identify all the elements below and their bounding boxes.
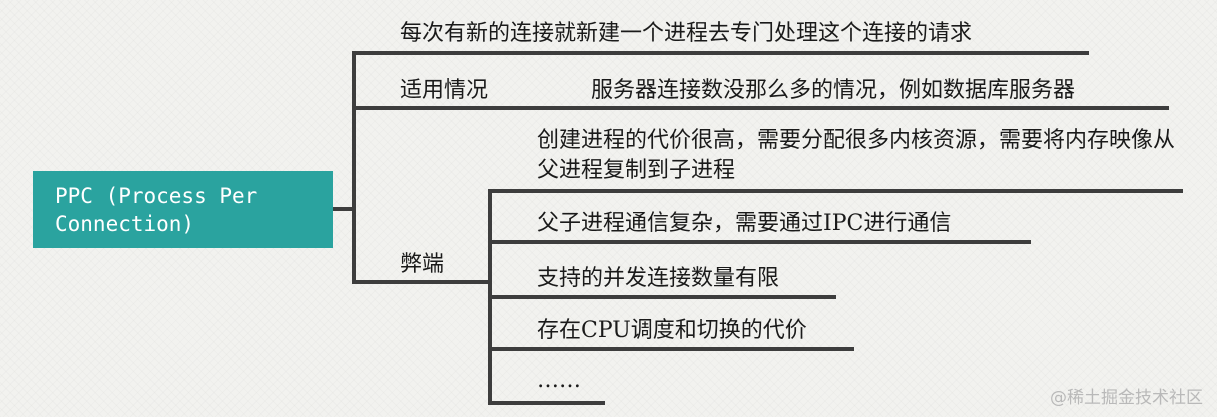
root-node: PPC (Process Per Connection)	[33, 171, 333, 248]
drawback-item-ellipsis: ……	[537, 368, 581, 393]
watermark: @稀土掘金技术社区	[1050, 388, 1203, 408]
drawback-item: 支持的并发连接数量有限	[537, 266, 780, 291]
drawback-item: 父子进程通信复杂，需要通过IPC进行通信	[537, 211, 952, 236]
drawback-item: 存在CPU调度和切换的代价	[537, 318, 807, 343]
drawback-item: 创建进程的代价很高，需要分配很多内核资源，需要将内存映像从父进程复制到子进程	[537, 128, 1176, 183]
branch-applicable-cases: 适用情况	[400, 78, 489, 103]
applicable-cases-detail: 服务器连接数没那么多的情况，例如数据库服务器	[591, 78, 1076, 103]
branch-new-process-per-connection: 每次有新的连接就新建一个进程去专门处理这个连接的请求	[400, 21, 973, 46]
branch-drawbacks: 弊端	[400, 252, 445, 277]
